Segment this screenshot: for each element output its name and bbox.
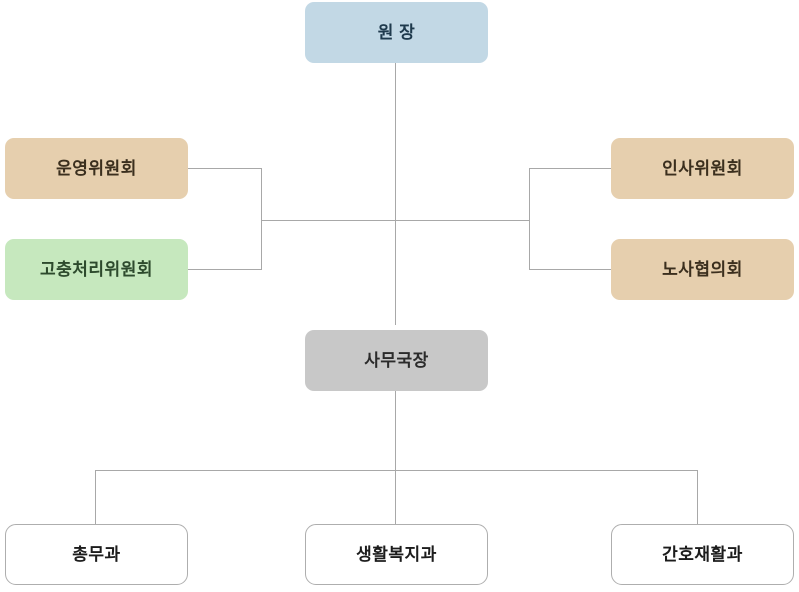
node-steering-committee[interactable]: 운영위원회 bbox=[5, 138, 188, 199]
connector-left-arm-bottom bbox=[188, 269, 262, 270]
connector-department-drop-1 bbox=[95, 470, 96, 525]
connector-secretary-trunk bbox=[395, 391, 396, 525]
connector-director-trunk bbox=[395, 63, 396, 325]
node-director[interactable]: 원 장 bbox=[305, 2, 488, 63]
connector-right-stub bbox=[396, 220, 530, 221]
connector-department-drop-3 bbox=[697, 470, 698, 525]
connector-department-drop-2 bbox=[395, 470, 396, 525]
connector-left-stub bbox=[261, 220, 396, 221]
connector-right-arm-bottom bbox=[529, 269, 612, 270]
node-labor-management-council[interactable]: 노사협의회 bbox=[611, 239, 794, 300]
node-living-welfare-division[interactable]: 생활복지과 bbox=[305, 524, 488, 585]
connector-left-spine bbox=[261, 168, 262, 269]
node-nursing-rehabilitation-division[interactable]: 간호재활과 bbox=[611, 524, 794, 585]
connector-right-spine bbox=[529, 168, 530, 269]
node-grievance-committee[interactable]: 고충처리위원회 bbox=[5, 239, 188, 300]
connector-department-bus bbox=[95, 470, 698, 471]
node-general-affairs-division[interactable]: 총무과 bbox=[5, 524, 188, 585]
connector-left-arm-top bbox=[188, 168, 262, 169]
node-personnel-committee[interactable]: 인사위원회 bbox=[611, 138, 794, 199]
connector-right-arm-top bbox=[529, 168, 612, 169]
node-secretary-general[interactable]: 사무국장 bbox=[305, 330, 488, 391]
